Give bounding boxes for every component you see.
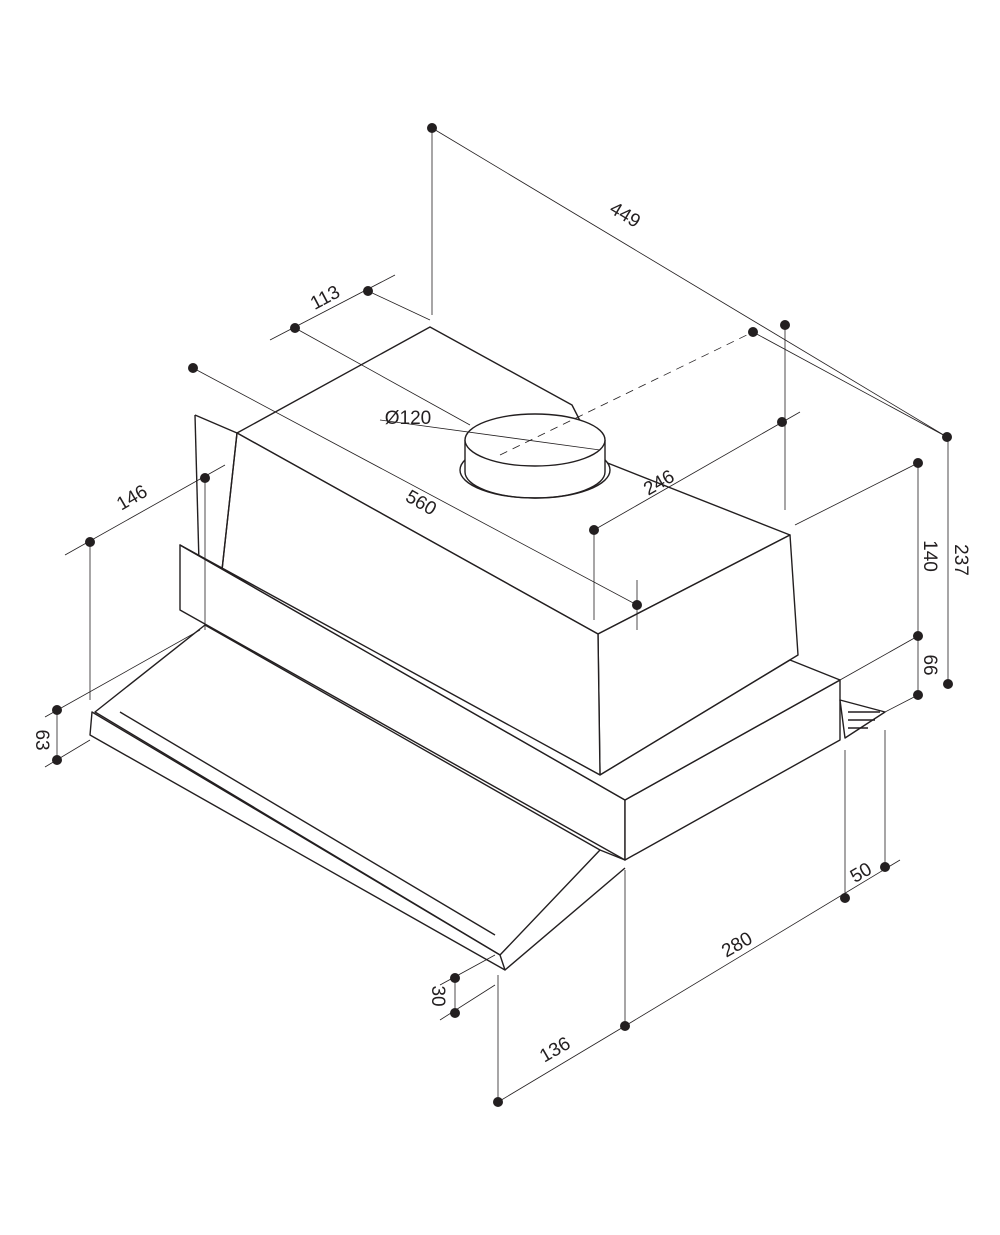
dim-237: 237 (950, 544, 971, 576)
dim-50: 50 (847, 859, 876, 888)
dim-diameter-120: Ø120 (385, 408, 431, 429)
dim-66: 66 (919, 654, 940, 675)
dim-136: 136 (536, 1033, 574, 1067)
dim-140: 140 (919, 540, 940, 572)
dim-30: 30 (427, 985, 448, 1006)
slider-tray (89, 624, 626, 971)
dim-113: 113 (307, 282, 344, 315)
dim-280: 280 (718, 928, 756, 962)
dimension-dots (52, 123, 953, 1107)
dim-63: 63 (31, 729, 52, 750)
duct-collar (459, 413, 611, 499)
dim-449: 449 (606, 198, 644, 232)
